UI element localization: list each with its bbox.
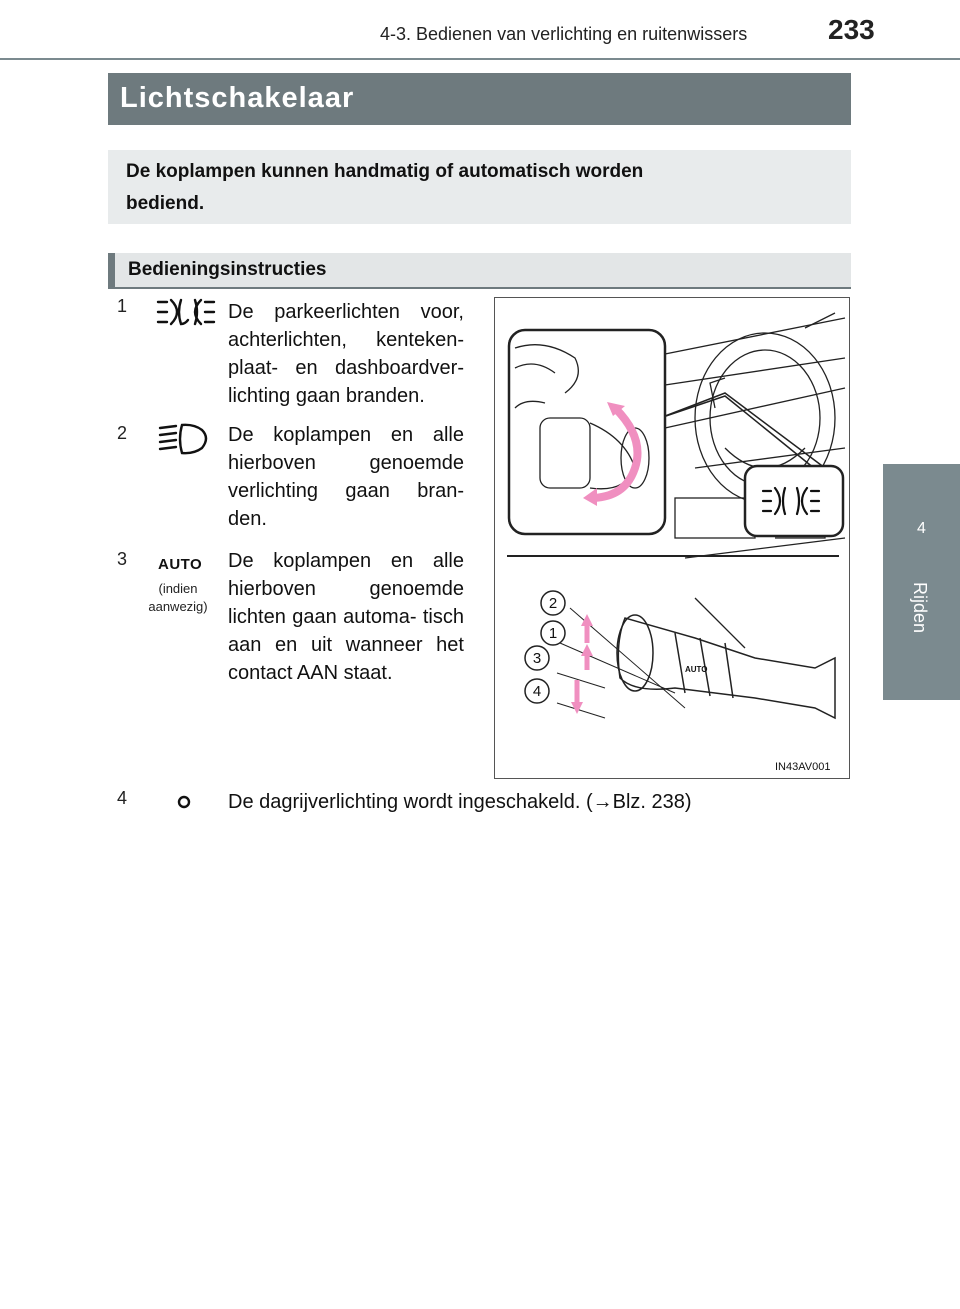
stalk-auto-label: AUTO: [685, 665, 708, 674]
subheading-accent: [108, 253, 115, 289]
chapter-label-wrap: Rijden: [896, 582, 936, 662]
intro-text: De koplampen kunnen handmatig of automat…: [126, 161, 644, 214]
section-title-bar: Lichtschakelaar: [108, 73, 851, 125]
item-number-1: 1: [117, 296, 128, 316]
running-header: 4-3. Bedienen van verlichting en ruitenw…: [380, 24, 748, 44]
illustration-frame: AUTO 2 1 3 4 IN43AV001: [494, 297, 850, 779]
auto-icon: AUTO: [158, 556, 203, 573]
item-text-3: De koplampen en alle hierboven genoemde …: [228, 550, 464, 684]
chapter-label: Rijden: [910, 582, 930, 634]
section-title: Lichtschakelaar: [120, 82, 355, 114]
callout-4: 4: [533, 683, 541, 700]
item-text-1: De parkeerlichten voor, achterlichten, k…: [228, 301, 464, 407]
item-number-3: 3: [117, 549, 128, 569]
illustration-code: IN43AV001: [775, 761, 830, 773]
callout-3: 3: [533, 650, 541, 667]
callout-1: 1: [549, 625, 557, 642]
page-number: 233: [828, 14, 875, 45]
item-note-3: (indien aanwezig): [148, 581, 208, 614]
callout-2: 2: [549, 595, 557, 612]
lightswitch-illustration: AUTO 2 1 3 4 IN43AV001: [507, 312, 846, 773]
subheading-text: Bedieningsinstructies: [128, 259, 327, 280]
item-text-4: De dagrijverlichting wordt ingeschakeld.…: [228, 791, 692, 813]
parking-lights-icon: [156, 298, 216, 326]
intro-box: De koplampen kunnen handmatig of automat…: [108, 150, 851, 224]
chapter-number: 4: [917, 520, 926, 537]
daytime-running-light-icon: [177, 795, 191, 809]
subheading-bar: Bedieningsinstructies: [108, 253, 851, 289]
item-text-2: De koplampen en alle hierboven genoemde …: [228, 424, 464, 530]
header-rule: [0, 58, 960, 60]
headlights-icon: [158, 423, 208, 455]
item-number-4: 4: [117, 788, 128, 808]
item-number-2: 2: [117, 423, 128, 443]
chapter-tab: [883, 464, 960, 700]
